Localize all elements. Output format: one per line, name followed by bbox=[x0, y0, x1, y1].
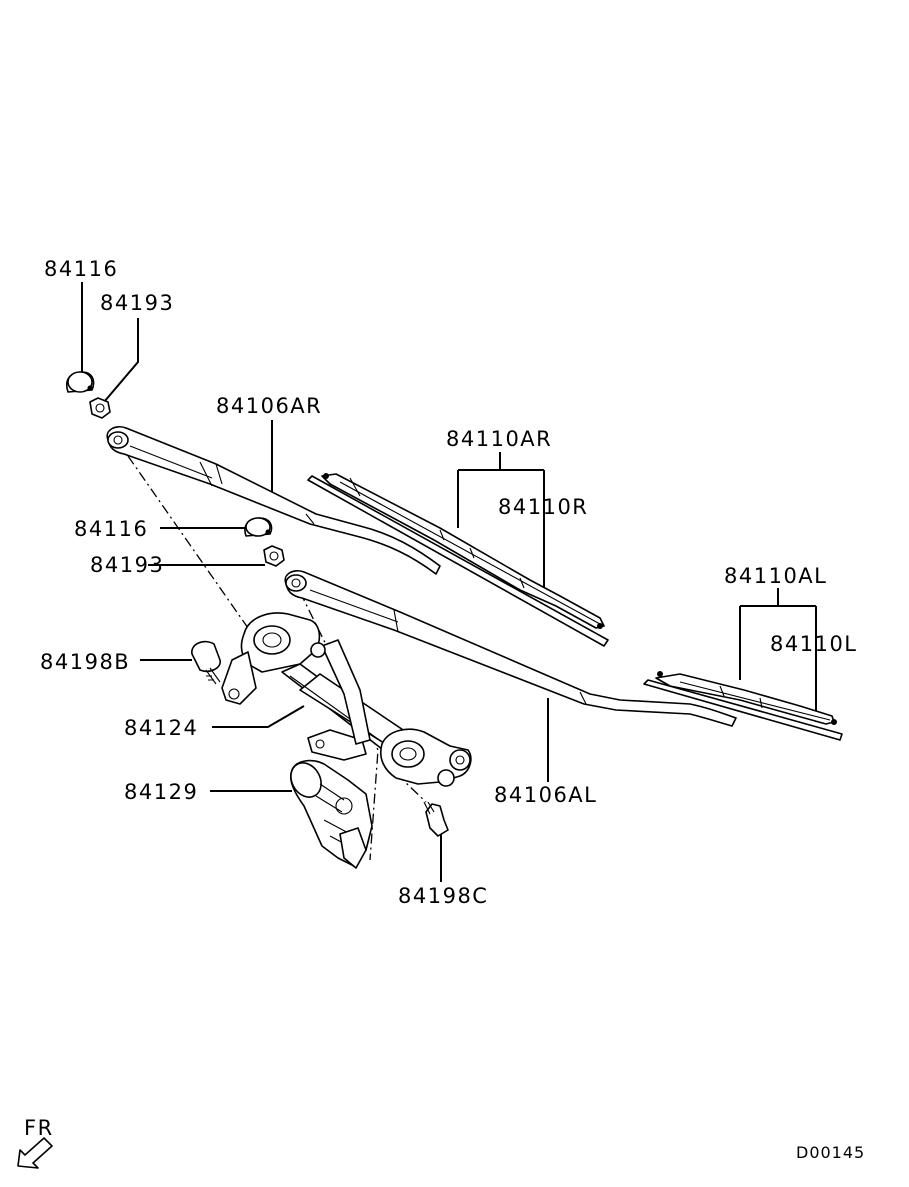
bolt-84198c bbox=[423, 801, 449, 837]
leader-lines bbox=[81, 282, 817, 882]
front-direction-indicator: FR bbox=[17, 1116, 54, 1169]
label-84116-top: 84116 bbox=[44, 257, 118, 281]
label-84110r: 84110R bbox=[498, 495, 588, 519]
wiper-arm-right bbox=[106, 425, 441, 575]
pivot-cap-top bbox=[66, 371, 95, 393]
label-84106ar: 84106AR bbox=[216, 394, 322, 418]
bolt-84198b bbox=[191, 640, 221, 685]
label-84110ar: 84110AR bbox=[446, 427, 552, 451]
wiper-motor bbox=[289, 759, 373, 869]
pivot-cap-mid bbox=[244, 517, 273, 537]
label-84116-mid: 84116 bbox=[74, 517, 148, 541]
label-84193-top: 84193 bbox=[100, 291, 174, 315]
label-84110al: 84110AL bbox=[724, 564, 827, 588]
wiper-blade-right bbox=[307, 473, 609, 647]
label-84198b: 84198B bbox=[40, 650, 130, 674]
wiper-linkage bbox=[221, 612, 472, 787]
label-84129: 84129 bbox=[124, 780, 198, 804]
wiper-arm-left bbox=[284, 569, 737, 727]
arrow-down-left-icon bbox=[17, 1137, 53, 1169]
label-84124: 84124 bbox=[124, 716, 198, 740]
pivot-nut-mid bbox=[263, 545, 285, 567]
wiper-blade-left bbox=[643, 671, 843, 741]
label-84198c: 84198C bbox=[398, 884, 488, 908]
label-84193-mid: 84193 bbox=[90, 553, 164, 577]
front-direction-label: FR bbox=[24, 1116, 54, 1140]
assembly-guide-lines bbox=[127, 455, 427, 861]
diagram-code: D00145 bbox=[796, 1143, 865, 1162]
label-84110l: 84110L bbox=[770, 632, 858, 656]
pivot-nut-top bbox=[89, 397, 111, 419]
part-labels: 84116 84193 84106AR 84110AR 84110R 84116… bbox=[40, 257, 858, 908]
label-84106al: 84106AL bbox=[494, 783, 597, 807]
